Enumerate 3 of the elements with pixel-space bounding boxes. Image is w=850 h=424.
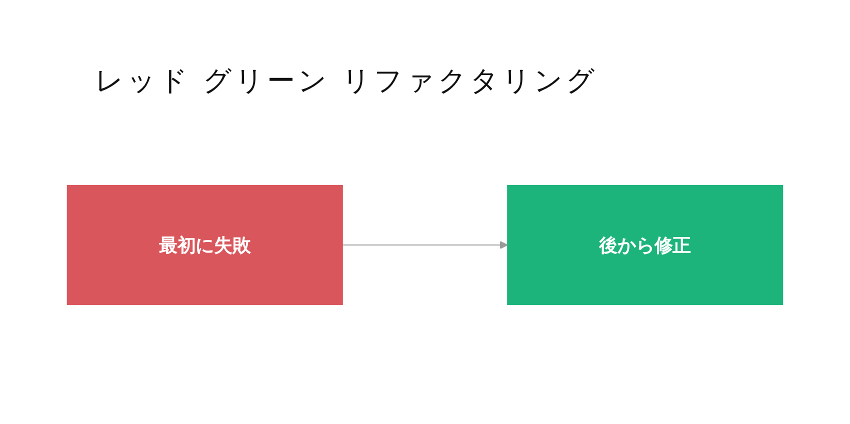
diagram-title: レッド グリーン リファクタリング: [95, 63, 598, 99]
node-box: 最初に失敗: [66, 184, 343, 306]
arrow: [342, 240, 508, 250]
